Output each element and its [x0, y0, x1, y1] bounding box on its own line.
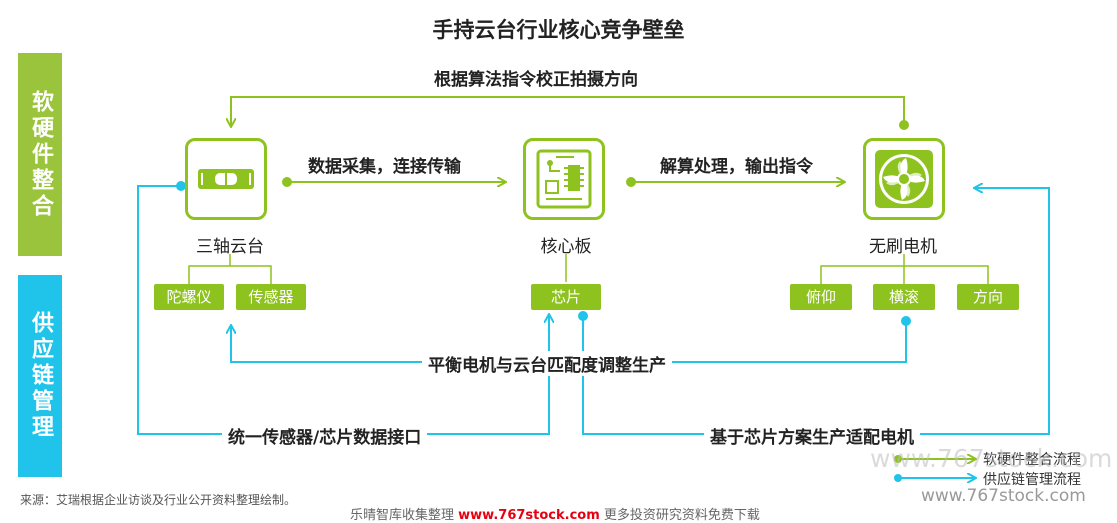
gimbal-icon-box	[185, 138, 267, 220]
circuit-board-icon	[536, 149, 592, 209]
board-icon-box	[523, 138, 605, 220]
legend-green-line	[894, 455, 975, 463]
fan-icon	[875, 150, 933, 208]
sidebar-supply-chain: 供应链管理	[18, 275, 62, 477]
motor-icon-box	[863, 138, 945, 220]
blue-adapt-arrow	[578, 188, 1050, 435]
node-label-gimbal: 三轴云台	[196, 237, 264, 257]
tag-yaw: 方向	[957, 284, 1019, 310]
motor-tag-tree	[820, 254, 989, 284]
green-feedback-arrow	[231, 96, 909, 130]
flow-label-decode: 解算处理，输出指令	[654, 152, 819, 177]
flow-label-interface: 统一传感器/芯片数据接口	[222, 423, 428, 448]
node-label-motor: 无刷电机	[869, 237, 937, 257]
legend-label-green: 软硬件整合流程	[983, 452, 1081, 468]
legend-blue-line	[894, 474, 975, 482]
tag-roll: 横滚	[873, 284, 935, 310]
gimbal-tag-tree	[188, 254, 272, 284]
green-decode-arrow	[626, 177, 844, 187]
node-label-board: 核心板	[540, 237, 592, 257]
flow-label-collect: 数据采集，连接传输	[302, 152, 467, 177]
page-title: 手持云台行业核心竞争壁垒	[432, 18, 685, 42]
blue-interface-arrow	[137, 181, 549, 435]
legend-label-blue: 供应链管理流程	[983, 472, 1081, 488]
sidebar-software-hardware: 软硬件整合	[18, 53, 62, 256]
tag-sensor: 传感器	[236, 284, 306, 310]
flow-label-balance: 平衡电机与云台匹配度调整生产	[422, 351, 672, 376]
tag-gyroscope: 陀螺仪	[154, 284, 224, 310]
tag-pitch: 俯仰	[790, 284, 852, 310]
footer-post: 更多投资研究资料免费下载	[599, 508, 760, 523]
source-note: 来源：艾瑞根据企业访谈及行业公开资料整理绘制。	[20, 493, 297, 507]
watermark-url: www.767stock.com	[921, 486, 1086, 506]
footer-site-link[interactable]: www.767stock.com	[458, 508, 600, 523]
footer-pre: 乐晴智库收集整理	[350, 508, 459, 523]
flow-label-adapt: 基于芯片方案生产适配电机	[704, 423, 920, 448]
watermark-overlay: www.767stock.com	[870, 444, 1113, 473]
flow-label-top: 根据算法指令校正拍摄方向	[428, 65, 644, 90]
tag-chip: 芯片	[531, 284, 601, 310]
level-icon	[198, 169, 254, 189]
green-collect-arrow	[282, 177, 505, 187]
